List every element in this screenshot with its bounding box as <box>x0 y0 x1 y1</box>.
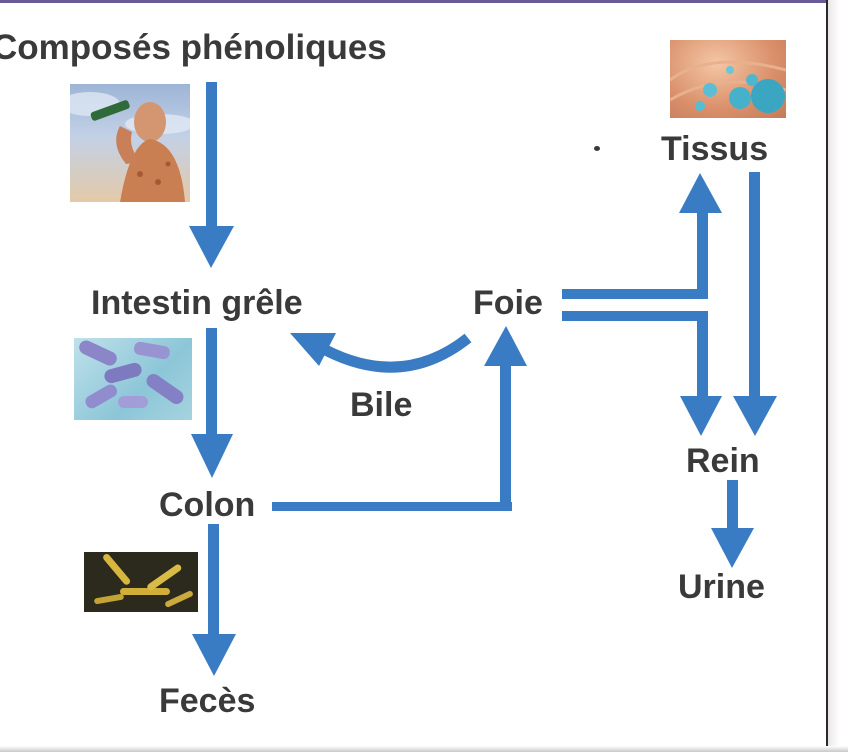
node-feces: Fecès <box>159 682 256 720</box>
arrow-tissus-rein <box>749 172 760 400</box>
node-tissus: Tissus <box>661 130 769 168</box>
arrowhead-bile <box>290 333 336 366</box>
arrow-foie-rein-vertical <box>697 311 708 401</box>
arrowhead-rein-right <box>733 396 777 436</box>
colon-bacteria-image <box>84 552 198 612</box>
tissue-cells-image <box>670 40 786 118</box>
arrowhead-feces <box>192 634 236 676</box>
arrow-rein-urine <box>727 480 738 532</box>
arrow-bile-curve <box>315 333 472 373</box>
arrowhead-intestin <box>189 226 234 268</box>
node-intestin-grele: Intestin grêle <box>91 284 303 322</box>
node-urine: Urine <box>678 568 765 606</box>
rod-bacteria-icon <box>94 553 193 608</box>
arrowhead-tissus <box>679 173 722 213</box>
bacteria-icon <box>79 340 184 409</box>
arrow-foie-rein-horizontal <box>562 311 708 321</box>
arrow-colon-foie-vertical <box>500 362 511 511</box>
speck-mark <box>594 146 600 151</box>
arrowhead-foie <box>484 326 527 366</box>
arrow-composes-intestin <box>206 82 217 230</box>
person-drinking-image <box>70 84 190 202</box>
page-edge-shadow <box>826 0 848 752</box>
intestinal-bacteria-image <box>74 338 192 420</box>
arrow-intestin-colon <box>206 328 217 436</box>
page-edge-line <box>826 0 828 752</box>
node-composes-phenoliques: Composés phénoliques <box>0 28 387 67</box>
arrow-colon-feces <box>208 524 219 636</box>
arrowhead-rein-left <box>680 396 722 436</box>
person-drinking-icon <box>70 92 190 202</box>
arrow-foie-tissus-horizontal <box>562 289 708 299</box>
top-border <box>0 0 826 3</box>
node-colon: Colon <box>159 486 256 524</box>
bottom-border <box>0 746 848 752</box>
node-foie: Foie <box>473 284 543 322</box>
node-rein: Rein <box>686 442 760 480</box>
cell-spheres-icon <box>670 60 786 113</box>
arrow-foie-tissus-vertical <box>697 208 708 299</box>
arrowhead-urine <box>711 528 754 568</box>
edge-label-bile: Bile <box>350 386 413 424</box>
arrow-colon-foie-horizontal <box>272 502 512 511</box>
arrowhead-colon <box>191 434 233 478</box>
